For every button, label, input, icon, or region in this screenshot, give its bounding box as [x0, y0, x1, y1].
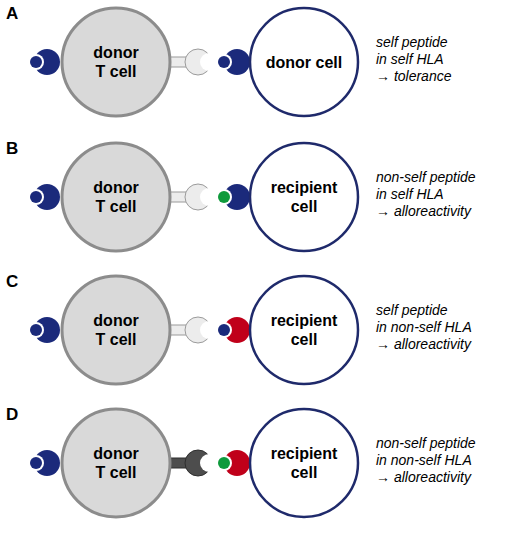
cell-membrane — [250, 276, 358, 384]
peptide — [30, 56, 42, 68]
peptide — [30, 457, 42, 469]
cell-name: recipient cell — [262, 444, 346, 482]
cell-outline — [60, 141, 172, 253]
annotation-text: in non-self HLA — [376, 319, 472, 336]
target-cell-circle: recipient cell — [248, 407, 360, 519]
cell-membrane — [62, 276, 170, 384]
peptide — [218, 191, 230, 203]
cell-outline — [248, 274, 360, 386]
cell-label-area: recipient cell — [248, 274, 360, 386]
annotation-text: → alloreactivity — [376, 469, 471, 486]
cell-outline — [60, 407, 172, 519]
cell-label-area: donor T cell — [60, 407, 172, 519]
target-cell-circle: donor cell — [248, 6, 360, 118]
cell-name: donor T cell — [88, 311, 144, 349]
peptide — [218, 56, 230, 68]
annotation-text: in non-self HLA — [376, 452, 472, 469]
annotation-text: in self HLA — [376, 51, 444, 68]
cell-name: donor T cell — [88, 43, 144, 81]
cell-outline — [248, 141, 360, 253]
annotation-text: → tolerance — [376, 68, 451, 85]
t-cell-circle: donor T cell — [60, 141, 172, 253]
cell-membrane — [250, 8, 358, 116]
cell-name: recipient cell — [262, 178, 346, 216]
cell-label-area: donor cell — [248, 6, 360, 118]
cell-outline — [60, 6, 172, 118]
t-cell-receptor — [185, 450, 211, 476]
cell-name: donor T cell — [88, 444, 144, 482]
cell-membrane — [62, 143, 170, 251]
annotation-text: self peptide — [376, 34, 448, 51]
panel-letter: A — [6, 4, 18, 24]
annotation-text: self peptide — [376, 302, 448, 319]
cell-label-area: recipient cell — [248, 407, 360, 519]
cell-membrane — [62, 8, 170, 116]
annotation-text: in self HLA — [376, 186, 444, 203]
cell-label-area: donor T cell — [60, 141, 172, 253]
cell-name: donor T cell — [88, 178, 144, 216]
t-cell-circle: donor T cell — [60, 6, 172, 118]
cell-label-area: recipient cell — [248, 141, 360, 253]
t-cell-circle: donor T cell — [60, 274, 172, 386]
peptide — [30, 191, 42, 203]
t-cell-receptor — [185, 317, 211, 343]
t-cell-receptor — [185, 184, 211, 210]
peptide — [218, 457, 230, 469]
cell-outline — [248, 407, 360, 519]
target-cell-circle: recipient cell — [248, 141, 360, 253]
annotation-text: non-self peptide — [376, 435, 476, 452]
cell-outline — [60, 274, 172, 386]
cell-membrane — [62, 409, 170, 517]
cell-label-area: donor T cell — [60, 6, 172, 118]
cell-name: recipient cell — [262, 311, 346, 349]
panel-letter: D — [6, 405, 18, 425]
annotation-text: → alloreactivity — [376, 203, 471, 220]
t-cell-receptor — [185, 49, 211, 75]
target-cell-circle: recipient cell — [248, 274, 360, 386]
panel-letter: B — [6, 139, 18, 159]
cell-membrane — [250, 143, 358, 251]
cell-name: donor cell — [262, 53, 346, 72]
t-cell-circle: donor T cell — [60, 407, 172, 519]
panel-letter: C — [6, 272, 18, 292]
cell-label-area: donor T cell — [60, 274, 172, 386]
annotation-text: non-self peptide — [376, 169, 476, 186]
peptide — [30, 324, 42, 336]
cell-membrane — [250, 409, 358, 517]
peptide — [218, 324, 230, 336]
annotation-text: → alloreactivity — [376, 336, 471, 353]
